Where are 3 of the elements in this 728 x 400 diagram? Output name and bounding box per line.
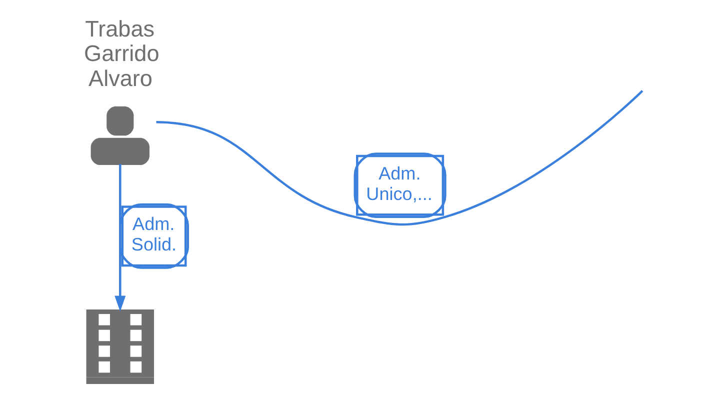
edge-label: Adm. Solid.	[130, 214, 176, 255]
node-label: Trabas Garrido Alvaro	[84, 16, 159, 92]
edge-label: Adm. Unico,...	[366, 163, 432, 204]
